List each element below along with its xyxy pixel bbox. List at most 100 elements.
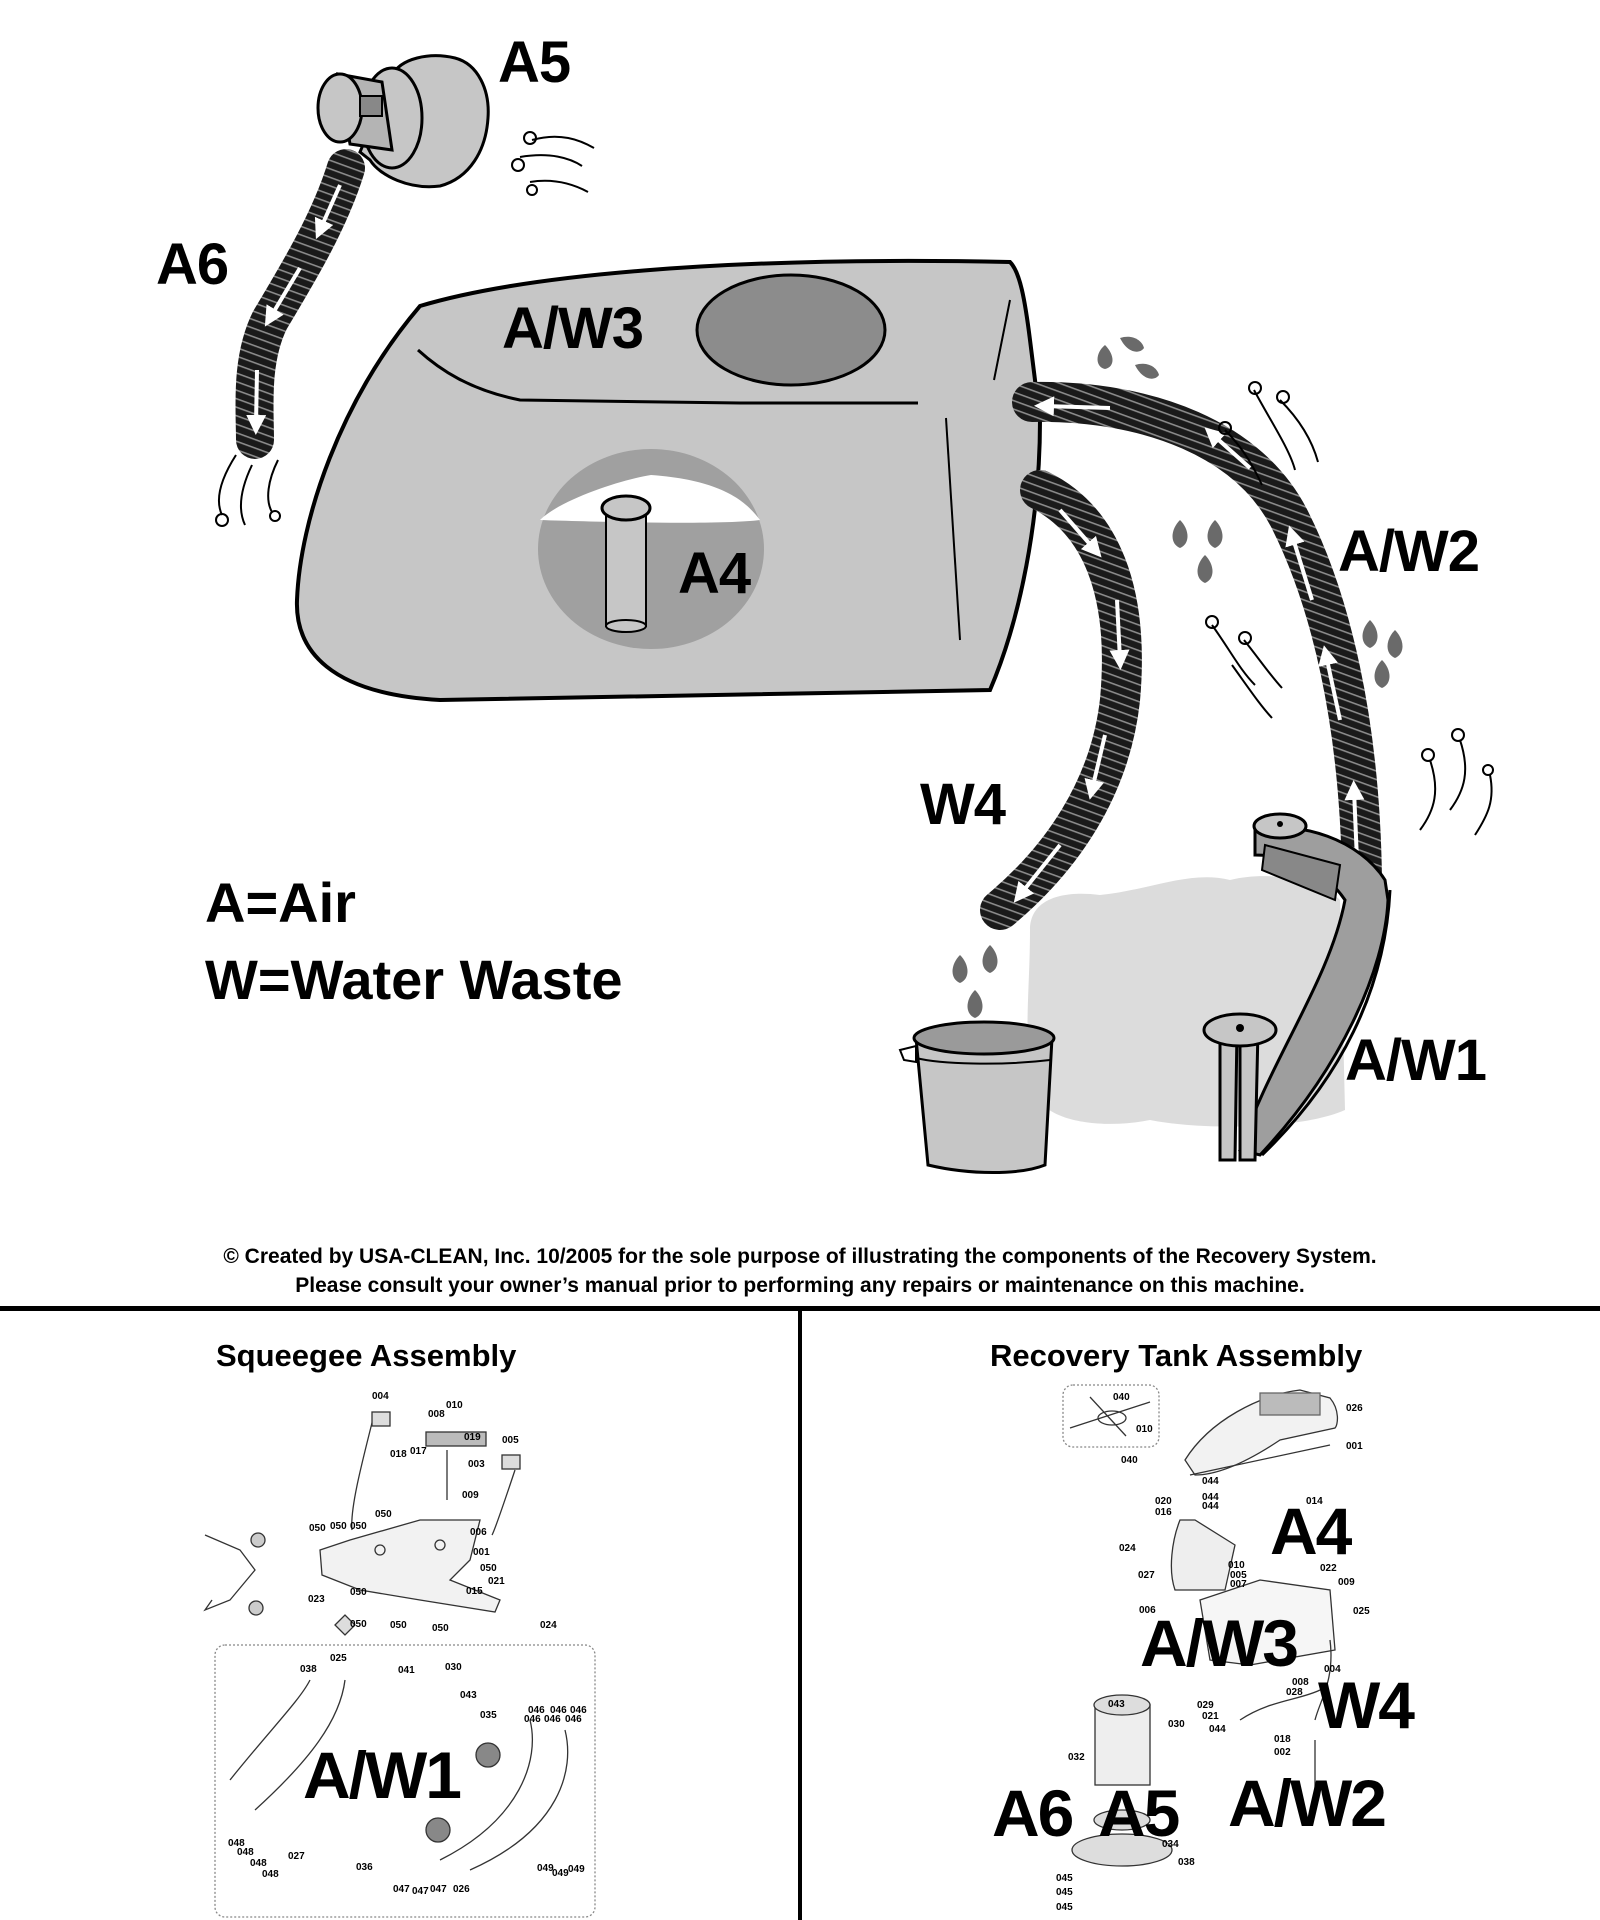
- svg-text:036: 036: [356, 1862, 373, 1873]
- exhaust-hose-a6: [235, 149, 365, 459]
- svg-text:008: 008: [428, 1409, 445, 1420]
- label-aw2: A/W2: [1338, 519, 1480, 584]
- svg-text:006: 006: [1139, 1605, 1156, 1616]
- svg-text:044: 044: [1209, 1724, 1226, 1735]
- svg-text:041: 041: [398, 1665, 415, 1676]
- svg-text:050: 050: [330, 1521, 347, 1532]
- svg-text:046: 046: [570, 1705, 587, 1716]
- label-aw1: A/W1: [1345, 1028, 1487, 1093]
- svg-text:029: 029: [1197, 1700, 1214, 1711]
- air-swirl-icon: [215, 454, 281, 527]
- recovery-overlay-aw3: A/W3: [1140, 1606, 1299, 1680]
- svg-text:014: 014: [1306, 1496, 1323, 1507]
- svg-text:046: 046: [565, 1714, 582, 1725]
- svg-text:024: 024: [540, 1620, 557, 1631]
- svg-text:002: 002: [1274, 1747, 1291, 1758]
- svg-text:026: 026: [1346, 1403, 1363, 1414]
- svg-text:005: 005: [1230, 1570, 1247, 1581]
- svg-text:018: 018: [1274, 1734, 1291, 1745]
- recovery-overlay-a5: A5: [1098, 1776, 1180, 1850]
- svg-text:048: 048: [228, 1838, 245, 1849]
- bucket: [898, 1020, 1056, 1174]
- panel-divider: [798, 1306, 802, 1920]
- svg-text:004: 004: [1324, 1664, 1341, 1675]
- vacuum-hose-aw2: [1012, 381, 1382, 900]
- label-a4: A4: [678, 541, 751, 606]
- svg-text:006: 006: [470, 1527, 487, 1538]
- svg-text:046: 046: [528, 1705, 545, 1716]
- legend-air: A=Air: [205, 871, 356, 934]
- svg-text:038: 038: [300, 1664, 317, 1675]
- svg-text:043: 043: [460, 1690, 477, 1701]
- svg-text:009: 009: [1338, 1577, 1355, 1588]
- svg-text:009: 009: [462, 1490, 479, 1501]
- svg-text:003: 003: [468, 1459, 485, 1470]
- svg-text:007: 007: [1230, 1579, 1247, 1590]
- svg-text:024: 024: [1119, 1543, 1136, 1554]
- svg-text:045: 045: [1056, 1873, 1073, 1884]
- svg-text:044: 044: [1202, 1492, 1219, 1503]
- svg-text:016: 016: [1155, 1507, 1172, 1518]
- svg-text:047: 047: [393, 1884, 410, 1895]
- air-swirl-icon: [1205, 381, 1494, 836]
- svg-text:046: 046: [544, 1714, 561, 1725]
- water-drop-icon: [952, 336, 1403, 1018]
- svg-text:034: 034: [1162, 1839, 1179, 1850]
- svg-text:038: 038: [1178, 1857, 1195, 1868]
- svg-text:046: 046: [550, 1705, 567, 1716]
- recovery-overlay-w4: W4: [1318, 1668, 1415, 1742]
- svg-text:050: 050: [432, 1623, 449, 1634]
- svg-text:021: 021: [1202, 1711, 1219, 1722]
- svg-text:023: 023: [308, 1594, 325, 1605]
- svg-text:049: 049: [537, 1863, 554, 1874]
- copyright-note-line1: © Created by USA-CLEAN, Inc. 10/2005 for…: [223, 1245, 1377, 1268]
- svg-text:020: 020: [1155, 1496, 1172, 1507]
- svg-text:040: 040: [1113, 1392, 1130, 1403]
- svg-text:045: 045: [1056, 1887, 1073, 1898]
- svg-text:045: 045: [1056, 1902, 1073, 1913]
- svg-text:049: 049: [568, 1864, 585, 1875]
- svg-text:021: 021: [488, 1576, 505, 1587]
- svg-text:048: 048: [250, 1858, 267, 1869]
- svg-text:010: 010: [1228, 1560, 1245, 1571]
- squeegee-assembly-title: Squeegee Assembly: [216, 1338, 517, 1373]
- recovery-tank-aw3: [294, 258, 1043, 703]
- svg-text:044: 044: [1202, 1476, 1219, 1487]
- svg-text:048: 048: [237, 1847, 254, 1858]
- label-a6: A6: [156, 232, 229, 297]
- svg-text:050: 050: [350, 1587, 367, 1598]
- label-aw3: A/W3: [502, 296, 644, 361]
- svg-text:001: 001: [473, 1547, 490, 1558]
- svg-text:050: 050: [309, 1523, 326, 1534]
- svg-text:004: 004: [372, 1391, 389, 1402]
- recovery-overlay-a6: A6: [992, 1776, 1074, 1850]
- svg-text:026: 026: [453, 1884, 470, 1895]
- air-swirl-icon: [511, 131, 595, 196]
- svg-text:049: 049: [552, 1868, 569, 1879]
- svg-text:050: 050: [350, 1521, 367, 1532]
- svg-text:048: 048: [262, 1869, 279, 1880]
- recovery-overlay-a4: A4: [1270, 1494, 1352, 1568]
- svg-text:035: 035: [480, 1710, 497, 1721]
- svg-text:001: 001: [1346, 1441, 1363, 1452]
- svg-text:050: 050: [350, 1619, 367, 1630]
- svg-text:019: 019: [464, 1432, 481, 1443]
- svg-text:025: 025: [1353, 1606, 1370, 1617]
- svg-text:022: 022: [1320, 1563, 1337, 1574]
- svg-text:044: 044: [1202, 1501, 1219, 1512]
- svg-text:027: 027: [1138, 1570, 1155, 1581]
- svg-text:017: 017: [410, 1446, 427, 1457]
- svg-text:047: 047: [412, 1886, 429, 1897]
- svg-text:025: 025: [330, 1653, 347, 1664]
- vacuum-motor-a5: [316, 54, 490, 189]
- svg-text:018: 018: [390, 1449, 407, 1460]
- label-w4: W4: [920, 772, 1006, 837]
- svg-text:008: 008: [1292, 1677, 1309, 1688]
- recovery-tank-assembly-title: Recovery Tank Assembly: [990, 1338, 1363, 1373]
- floor-puddle: [1027, 876, 1345, 1127]
- svg-text:046: 046: [524, 1714, 541, 1725]
- svg-text:032: 032: [1068, 1752, 1085, 1763]
- drain-hose-w4: [980, 470, 1142, 930]
- svg-text:050: 050: [480, 1563, 497, 1574]
- svg-text:010: 010: [1136, 1424, 1153, 1435]
